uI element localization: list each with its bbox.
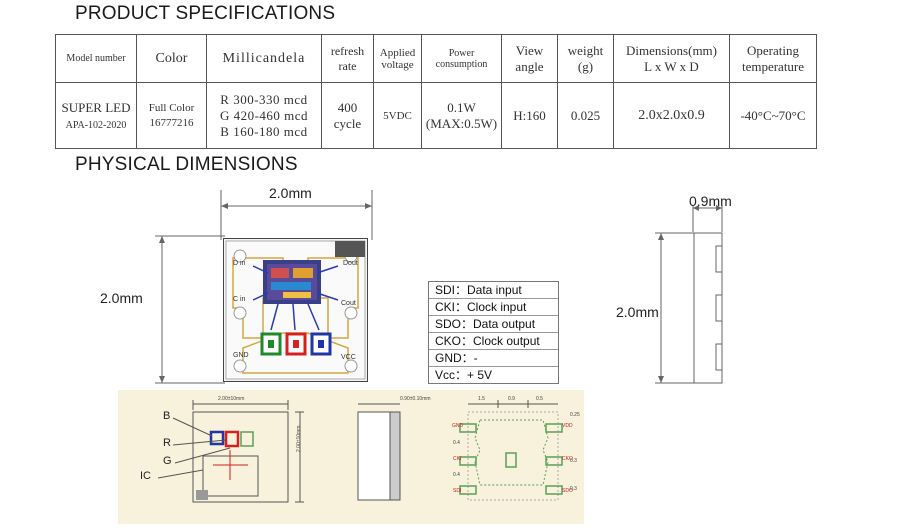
cell-weight: 0.025 — [557, 82, 614, 149]
depth-dim-label: 0.90±0.10mm — [400, 396, 431, 402]
cell-view: H:160 — [501, 82, 558, 149]
cell-voltage: 5VDC — [373, 82, 422, 149]
pad-dim-left-1: 0.4 — [453, 440, 460, 446]
legend-sdi: SDI：Data input — [429, 282, 558, 299]
pad-cki: CKI — [453, 456, 462, 462]
cell-power: 0.1W(MAX:0.5W) — [421, 82, 502, 149]
legend-sdo: SDO：Data output — [429, 316, 558, 333]
product-specs-heading: PRODUCT SPECIFICATIONS — [75, 3, 336, 24]
side-dim-label: 2.00±10mm — [296, 425, 302, 452]
legend-vcc: Vcc：+ 5V — [435, 368, 493, 382]
label-r: R — [163, 437, 171, 449]
label-ic: IC — [140, 470, 151, 482]
technical-drawing-svg — [157, 400, 563, 503]
technical-drawing: B R G IC 2.00±10mm 2.00±10mm 0.90±0.10mm… — [118, 390, 584, 524]
pad-dim-left-2: 0.4 — [453, 472, 460, 478]
pad-vdd: VDD — [562, 423, 573, 429]
pad-gnd: GND — [452, 423, 464, 429]
pad-dim-right-2: 0.3 — [570, 458, 577, 464]
pad-dim-right-3: 0.3 — [570, 486, 577, 492]
pad-dim-2: 0.9 — [508, 396, 515, 402]
header-weight: weight(g) — [557, 34, 614, 83]
physical-dimensions-heading: PHYSICAL DIMENSIONS — [75, 154, 298, 175]
side-depth-label: 0.9mm — [689, 193, 732, 209]
header-color: Color — [136, 34, 207, 83]
label-b: B — [163, 410, 171, 422]
pin-cin: C in — [233, 296, 246, 303]
legend-cko: CKO：Clock output — [429, 333, 558, 350]
legend-gnd: GND：- — [429, 350, 558, 367]
pad-dim-1: 1.5 — [478, 396, 485, 402]
cell-dimensions: 2.0x2.0x0.9 — [613, 82, 730, 149]
pad-dim-3: 0.5 — [536, 396, 543, 402]
pin-vcc: VCC — [341, 354, 356, 361]
front-height-label: 2.0mm — [100, 290, 143, 306]
pad-sdo: SDO — [562, 488, 573, 494]
header-model: Model number — [55, 34, 137, 83]
pin-cout: Cout — [341, 300, 356, 307]
pin-legend: SDI：Data input CKI：Clock input SDO：Data … — [428, 281, 559, 384]
label-g: G — [163, 455, 172, 467]
pin-dout: Dout — [343, 260, 358, 267]
legend-cki: CKI：Clock input — [429, 299, 558, 316]
cell-millicandela: R 300-330 mcd G 420-460 mcd B 160-180 mc… — [206, 82, 322, 149]
pad-cko: CKO — [562, 456, 573, 462]
header-dimensions: Dimensions(mm)L x W x D — [613, 34, 730, 83]
pad-dim-right: 0.25 — [570, 412, 580, 418]
top-dim-label: 2.00±10mm — [218, 396, 245, 402]
pin-din: D in — [233, 260, 246, 267]
front-width-label: 2.0mm — [269, 185, 312, 201]
led-chip-drawing — [222, 237, 369, 383]
side-height-label: 2.0mm — [616, 304, 659, 320]
pad-sdi: SDI — [453, 488, 462, 494]
led-chip-front: D in Dout C in Cout GND VCC — [222, 237, 369, 383]
pin-gnd: GND — [233, 352, 249, 359]
cell-temperature: -40°C~70°C — [729, 82, 817, 149]
